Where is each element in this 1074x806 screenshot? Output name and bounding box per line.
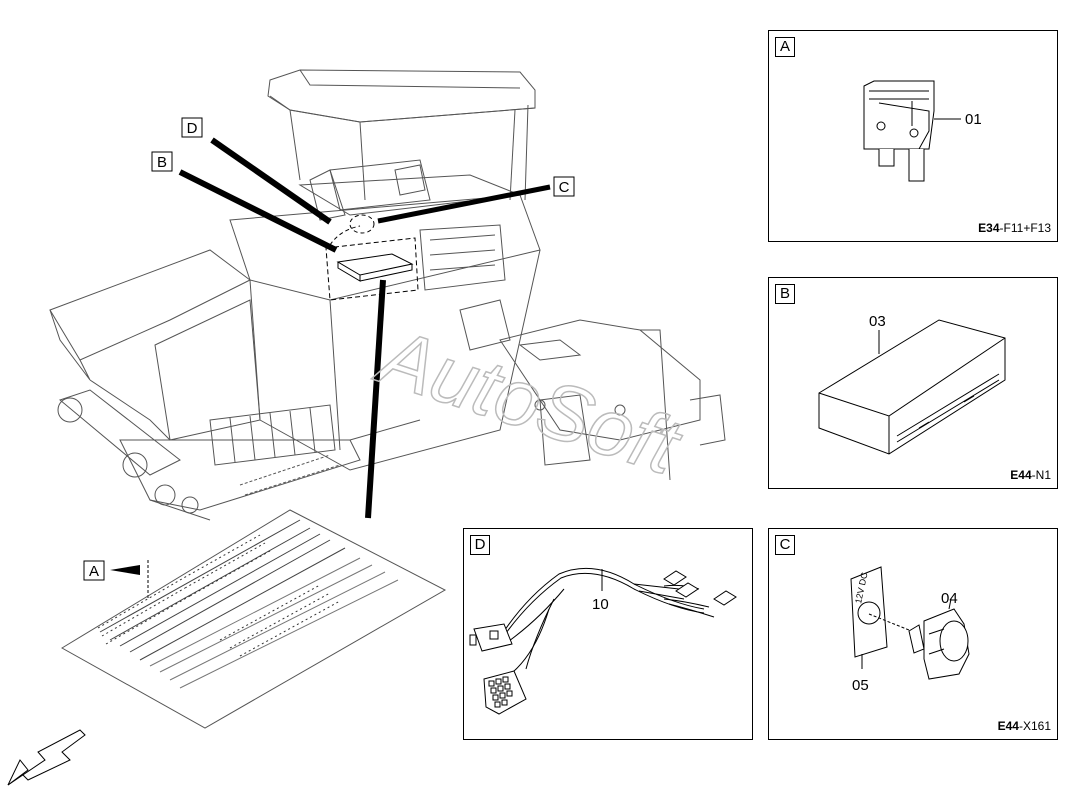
panel-c-code: E44-X161	[998, 719, 1051, 733]
screed	[459, 299, 726, 481]
panel-c: C 12V DC 04 05 E44-X161	[768, 528, 1058, 740]
canopy-roof	[267, 69, 536, 201]
panel-a: A 01 E34-F11+F13	[768, 30, 1058, 242]
panel-a-part: 01	[965, 111, 982, 128]
hopper	[49, 249, 261, 478]
leader-board	[365, 279, 386, 519]
panel-d-part: 10	[592, 596, 609, 613]
cable-harness-drawing: 10	[469, 567, 737, 715]
callout-b: B	[151, 151, 173, 172]
leader-b	[178, 169, 338, 253]
panel-d-tag: D	[470, 535, 490, 555]
callout-d: D	[181, 117, 203, 138]
direction-arrow	[7, 729, 86, 786]
tracks	[119, 419, 421, 521]
panel-b-tag: B	[775, 284, 795, 304]
socket-drawing: 12V DC 04 05	[850, 566, 970, 694]
module-drawing: 03	[818, 313, 1006, 455]
panel-b-part: 03	[869, 313, 886, 330]
callout-c-label: C	[559, 179, 570, 196]
callout-c: C	[553, 176, 575, 197]
panel-d: D	[463, 528, 753, 740]
side-panel-grid	[209, 404, 336, 466]
panel-a-code: E34-F11+F13	[978, 221, 1051, 235]
callout-d-label: D	[187, 120, 198, 137]
paver-body	[229, 194, 541, 471]
leader-d	[210, 137, 332, 225]
panel-a-code-bold: E34	[978, 221, 1000, 235]
panel-a-code-rest: -F11+F13	[999, 221, 1051, 235]
fuse-drawing: 01	[863, 80, 982, 182]
panel-b-code-rest: -N1	[1031, 468, 1051, 482]
callout-b-label: B	[157, 154, 167, 171]
panel-c-code-rest: -X161	[1018, 719, 1051, 733]
panel-a-tag: A	[775, 37, 795, 57]
panel-c-code-bold: E44	[997, 719, 1019, 733]
panel-b-code: E44-N1	[1010, 468, 1051, 482]
panel-b: B 03 E44-N1	[768, 277, 1058, 489]
callout-a: A	[83, 560, 149, 600]
fuse-board	[61, 509, 447, 729]
panel-c-part-plate: 05	[852, 677, 869, 694]
panel-c-tag: C	[775, 535, 795, 555]
callout-a-label: A	[89, 563, 99, 580]
watermark: AutoSoft	[366, 310, 692, 492]
panel-b-code-bold: E44	[1010, 468, 1032, 482]
panel-c-part-plug: 04	[941, 590, 958, 607]
leader-c	[377, 184, 551, 224]
main-drawing: D B C A AutoSoft	[7, 69, 726, 786]
